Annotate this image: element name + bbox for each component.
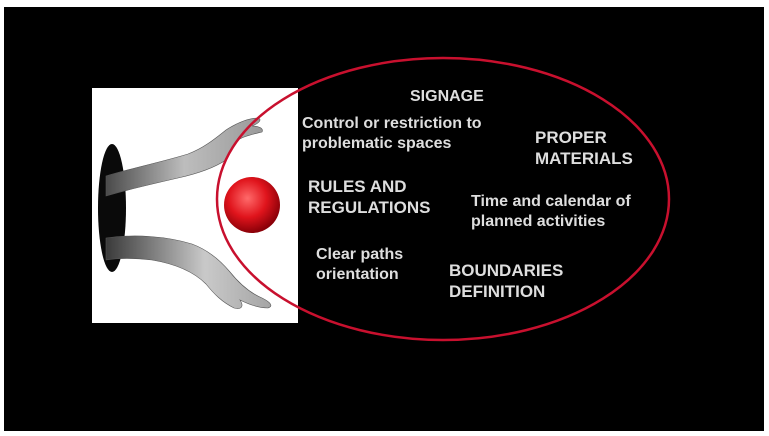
label-time-calendar: Time and calendar of planned activities	[471, 192, 631, 232]
concept-ellipse-graphic	[4, 7, 764, 431]
red-ball-shape	[224, 177, 280, 233]
label-signage: SIGNAGE	[410, 87, 484, 107]
label-clear-paths: Clear paths orientation	[316, 245, 403, 285]
label-rules-regulations: RULES AND REGULATIONS	[308, 176, 430, 218]
label-proper-materials: PROPER MATERIALS	[535, 127, 633, 169]
label-control-restriction: Control or restriction to problematic sp…	[302, 114, 482, 154]
label-boundaries-definition: BOUNDARIES DEFINITION	[449, 260, 563, 302]
slide-canvas: SIGNAGE Control or restriction to proble…	[4, 7, 764, 431]
